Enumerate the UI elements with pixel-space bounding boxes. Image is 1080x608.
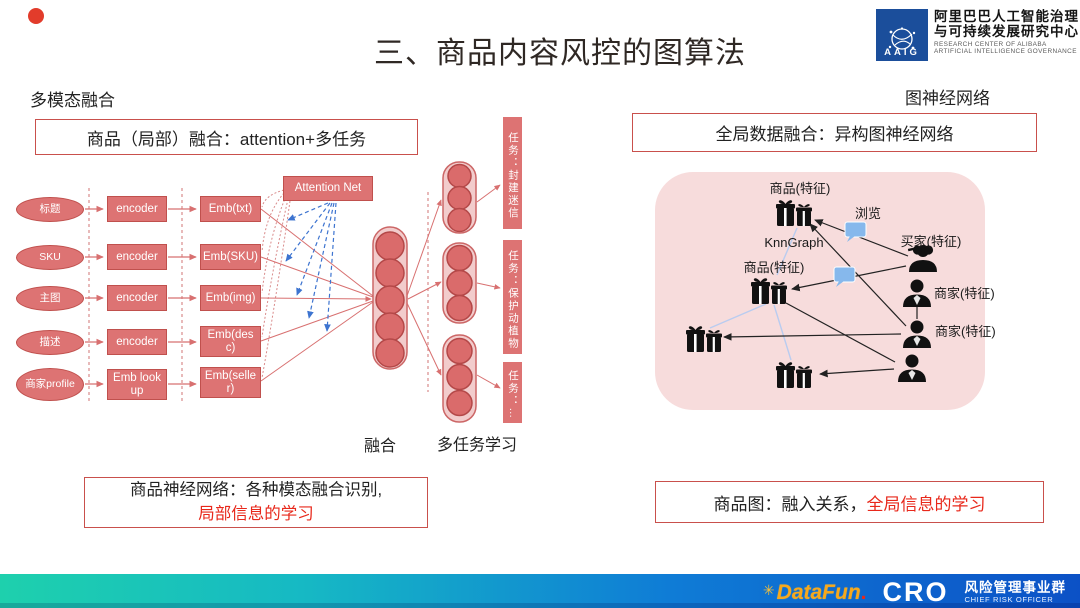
emb-box-desc: Emb(desc)	[200, 326, 261, 357]
item-label-2: 商品(特征)	[744, 260, 805, 275]
emb-box-sku: Emb(SKU)	[200, 244, 261, 270]
emb-lookup-box: Emb lookup	[107, 369, 167, 400]
graph-labels: 商品(特征) 浏览 KnnGraph 买家(特征) 商品(特征) 商家(特征) …	[744, 181, 996, 339]
left-caption-line1: 商品神经网络：各种模态融合识别,	[129, 480, 383, 499]
datafun-logo: ✳ DataFun .	[763, 581, 867, 605]
footer-bar: ✳ DataFun . CRO 风险管理事业群 CHIEF RISK OFFIC…	[0, 574, 1080, 608]
datafun-dot: .	[860, 580, 867, 604]
right-box-title: 全局数据融合：异构图神经网络	[632, 113, 1037, 152]
multimodal-diagram-lines	[85, 161, 501, 423]
task-bar-1: 任务：封建迷信	[503, 117, 522, 229]
aaig-logo-text: 阿里巴巴人工智能治理 与可持续发展研究中心 RESEARCH CENTER OF…	[934, 9, 1079, 56]
encoder-box-4: encoder	[107, 329, 167, 355]
right-section-label: 图神经网络	[905, 89, 990, 108]
right-caption-black: 商品图：融入关系，	[713, 494, 867, 514]
right-caption-box: 商品图：融入关系，全局信息的学习	[655, 481, 1044, 523]
hetero-graph: 商品(特征) 浏览 KnnGraph 买家(特征) 商品(特征) 商家(特征) …	[655, 172, 996, 410]
graph-background	[655, 172, 985, 410]
seller-label-1: 商家(特征)	[934, 286, 995, 301]
right-caption-red: 全局信息的学习	[866, 494, 986, 514]
encoder-box-3: encoder	[107, 285, 167, 311]
department-block: 风险管理事业群 CHIEF RISK OFFICER	[965, 580, 1067, 604]
encoder-box-1: encoder	[107, 196, 167, 222]
page-title: 三、商品内容风控的图算法	[374, 37, 746, 70]
cro-logo: CRO	[882, 577, 949, 607]
aaig-logo-icon: AAIG	[876, 9, 928, 61]
emb-to-fusion-lines	[260, 208, 374, 382]
browse-label: 浏览	[855, 206, 881, 221]
item-label-1: 商品(特征)	[770, 181, 831, 196]
emb-box-txt: Emb(txt)	[200, 196, 261, 222]
sparkle-icon: ✳	[762, 581, 775, 598]
input-node-sku: SKU	[16, 245, 84, 270]
logo-cn-line2: 与可持续发展研究中心	[934, 24, 1079, 40]
left-caption-box: 商品神经网络：各种模态融合识别, 局部信息的学习	[84, 477, 428, 528]
knngraph-label: KnnGraph	[764, 235, 823, 250]
emb-box-seller: Emb(seller)	[200, 367, 261, 398]
fusion-to-task-arrows	[406, 199, 442, 376]
input-node-desc: 描述	[16, 330, 84, 355]
logo-cn-line1: 阿里巴巴人工智能治理	[934, 9, 1079, 24]
department-name-cn: 风险管理事业群	[964, 580, 1066, 596]
slide-accent-dot	[28, 8, 44, 24]
logo-en-line1: RESEARCH CENTER OF ALIBABA	[934, 41, 1047, 49]
input-node-image: 主图	[16, 286, 84, 311]
attention-blue-arrows	[285, 202, 337, 332]
row-arrows	[85, 205, 197, 388]
left-section-label: 多模态融合	[30, 91, 115, 110]
left-box-title: 商品（局部）融合：attention+多任务	[35, 119, 418, 155]
footer-logos: ✳ DataFun . CRO 风险管理事业群 CHIEF RISK OFFIC…	[763, 577, 1066, 608]
globe-icon	[888, 27, 916, 50]
input-node-seller: 商家profile	[16, 368, 84, 401]
aaig-logo-abbr: AAIG	[884, 47, 920, 58]
fusion-column	[372, 226, 408, 370]
left-caption-line2: 局部信息的学习	[198, 504, 314, 523]
capsule-to-bar-arrows	[476, 184, 501, 389]
knn-blue-edges	[709, 227, 798, 361]
task-capsules	[442, 161, 477, 423]
multitask-label: 多任务学习	[437, 437, 518, 454]
datafun-wordmark: DataFun	[776, 580, 861, 604]
task-bar-2: 任务：保护动植物	[503, 240, 522, 354]
attention-dashed-links	[261, 189, 291, 379]
buyer-label: 买家(特征)	[901, 234, 962, 249]
fusion-label: 融合	[364, 438, 397, 455]
aaig-logo: AAIG 阿里巴巴人工智能治理 与可持续发展研究中心 RESEARCH CENT…	[876, 9, 1079, 61]
task-bar-3: 任务：…	[503, 362, 522, 423]
logo-en-line2: ARTIFICIAL INTELLIGENCE GOVERNANCE	[934, 48, 1077, 56]
department-name-en: CHIEF RISK OFFICER	[964, 594, 1054, 604]
emb-box-img: Emb(img)	[200, 285, 261, 311]
input-node-title: 标题	[16, 197, 84, 222]
seller-label-2: 商家(特征)	[935, 324, 996, 339]
attention-net-box: Attention Net	[283, 176, 373, 201]
encoder-box-2: encoder	[107, 244, 167, 270]
